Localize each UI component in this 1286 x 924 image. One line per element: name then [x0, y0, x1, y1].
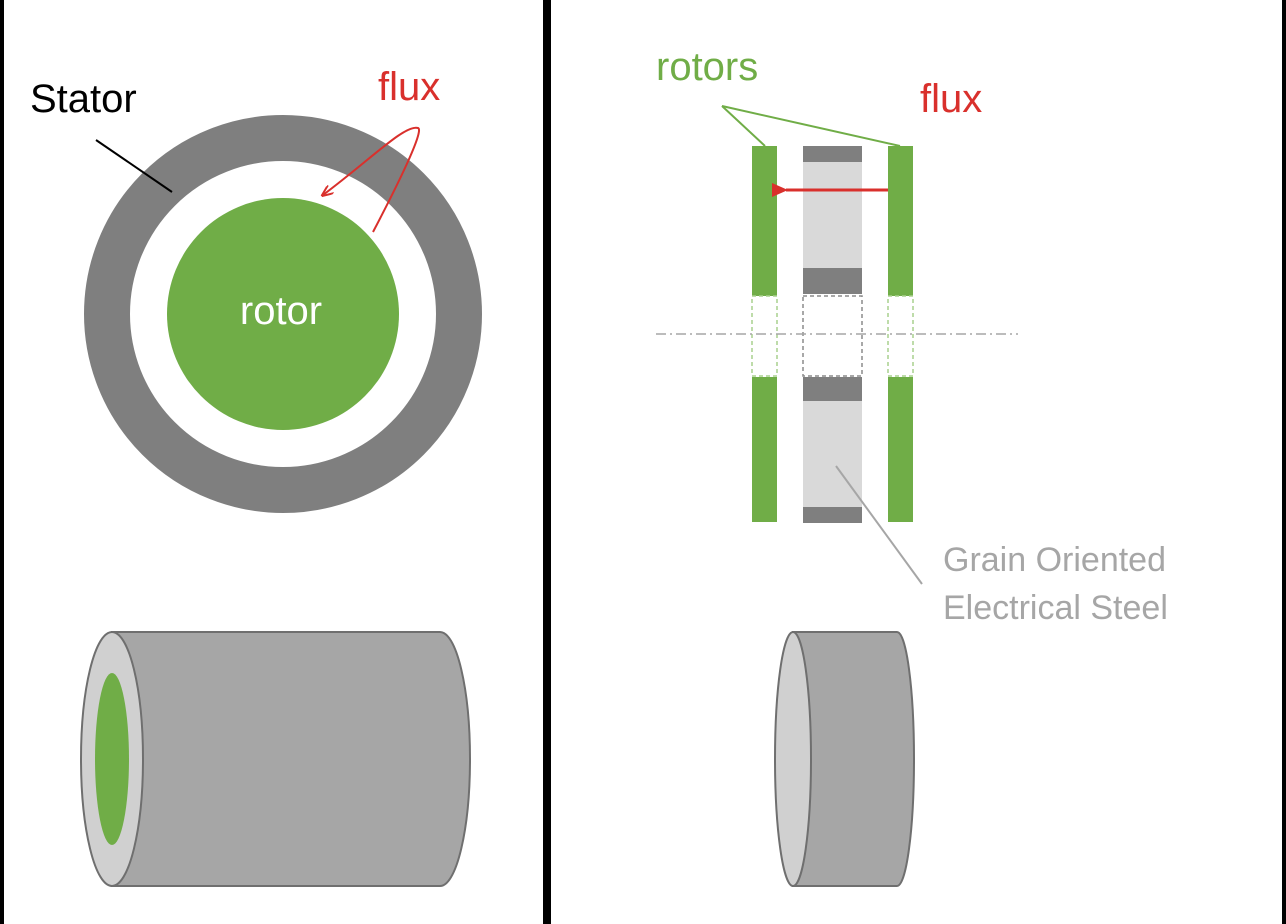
steel-leader-line [835, 465, 923, 585]
right-border [1282, 0, 1286, 924]
stator-label: Stator [30, 77, 137, 121]
flux-arrow-left [323, 126, 421, 233]
flux-label-right: flux [920, 77, 982, 121]
cylinder-rotor-face [95, 673, 129, 845]
axial-cylinder-end-face [774, 631, 812, 887]
rotors-label: rotors [656, 45, 758, 89]
steel-segment-top [803, 162, 862, 268]
stator-leader-line [95, 139, 173, 193]
rotor-label: rotor [240, 289, 322, 333]
stator-hidden-center [802, 295, 863, 377]
steel-label-line1: Grain Oriented [943, 541, 1166, 579]
stator-cap-lower-mid [803, 377, 862, 401]
stator-cap-upper-mid [803, 268, 862, 294]
rotor-bar-right-bottom [888, 377, 913, 522]
rotor-bar-left-top [752, 146, 777, 296]
axial-flux-cross-section: rotors flux Grain Oriented Electrical St… [656, 45, 1168, 627]
rotor-bar-right-hidden [887, 295, 914, 377]
panel-divider [543, 0, 551, 924]
rotors-leader-right [721, 105, 901, 147]
stator-cap-top [803, 146, 862, 162]
axial-motor-cylinder [774, 631, 915, 887]
flux-label-left: flux [378, 65, 440, 109]
radial-motor-cylinder [80, 631, 471, 887]
rotor-bar-left-bottom [752, 377, 777, 522]
rotor-bar-left-hidden [751, 295, 778, 377]
rotor-disc [167, 198, 399, 430]
left-border [0, 0, 4, 924]
axial-cylinder-body [792, 631, 915, 887]
radial-flux-cross-section: rotor Stator flux [30, 65, 482, 513]
steel-label-line2: Electrical Steel [943, 589, 1168, 627]
cylinder-body [111, 631, 471, 887]
stator-ring [84, 115, 482, 513]
rotor-bar-right-top [888, 146, 913, 296]
rotors-leader-left [721, 105, 766, 147]
stator-cap-bottom [803, 507, 862, 523]
